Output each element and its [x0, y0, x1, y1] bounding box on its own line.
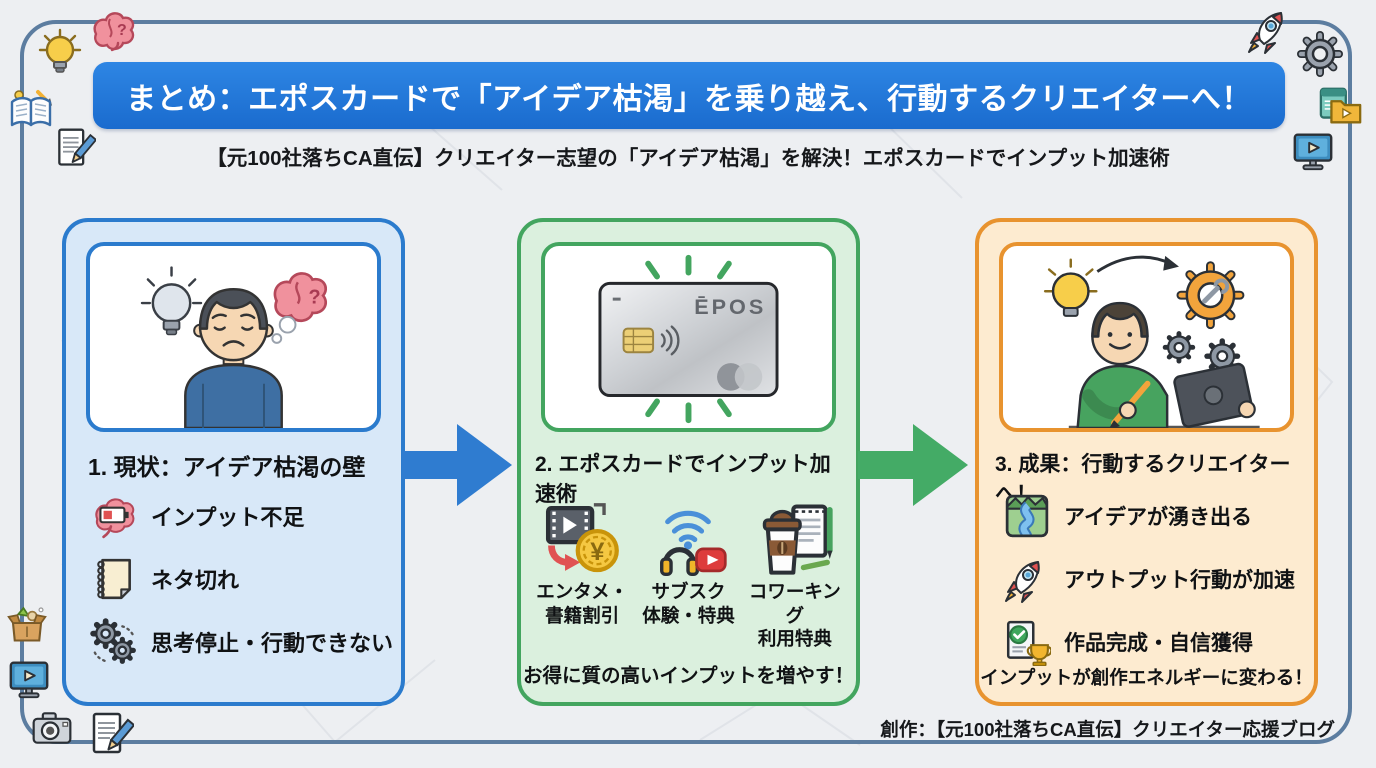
video-monitor-icon — [6, 656, 52, 707]
page-title: まとめ：エポスカードで「アイデア枯渇」を乗り越え、行動するクリエイターへ！ — [126, 82, 1252, 116]
feature-subscription: サブスク 体験・特典 — [635, 498, 741, 651]
svg-text:?: ? — [117, 22, 127, 39]
panel-current-state: ? 1. 現状：アイデア枯渇の壁 — [62, 218, 405, 706]
lightbulb-icon — [36, 28, 84, 81]
gear-icon — [1296, 30, 1344, 83]
camera-icon — [30, 706, 74, 755]
idea-box-icon — [6, 602, 48, 649]
blank-notebook-icon — [90, 555, 138, 603]
stalled-gears-icon — [90, 618, 138, 666]
panel2-slogan: お得に質の高いインプットを増やす！ — [523, 665, 854, 687]
outer-frame — [20, 20, 1352, 744]
feature-label: コワーキング — [748, 581, 841, 626]
flow-arrow-1 — [402, 424, 512, 506]
svg-text:?: ? — [308, 287, 320, 309]
outcome-item-row: アイデアが湧き出る — [1003, 490, 1306, 542]
page-subtitle: 【元100社落ちCA直伝】クリエイター志望の「アイデア枯渇」を解決！エポスカード… — [206, 147, 1170, 170]
media-folder-icon — [1318, 84, 1364, 135]
epos-card-illustration: ĒPOS — [541, 242, 836, 432]
feature-label: 書籍割引 — [545, 604, 620, 626]
outcome-item-row: 作品完成・自信獲得 — [1003, 616, 1306, 668]
outcome-item-label: アイデアが湧き出る — [1064, 506, 1252, 529]
credit-text: 創作：【元100社落ちCA直伝】クリエイター応援ブログ — [880, 719, 1335, 740]
feature-coworking: コワーキング 利用特典 — [742, 498, 848, 651]
panel1-title: 1. 現状：アイデア枯渇の壁 — [88, 454, 366, 480]
pain-item-label: インプット不足 — [151, 505, 305, 530]
flowing-ideas-river-icon — [1003, 492, 1051, 540]
panel-outcome: 3. 成果：行動するクリエイターへ！ アイデアが湧き出る — [975, 218, 1318, 706]
card-brand-text: ĒPOS — [694, 294, 766, 319]
feature-label: エンタメ・ — [536, 581, 629, 602]
feature-label: サブスク — [651, 581, 726, 602]
outcome-item-label: アウトプット行動が加速 — [1064, 569, 1295, 592]
subscription-perks-icon — [649, 498, 728, 576]
feature-entertainment: ¥ エンタメ・ 書籍割引 — [529, 498, 635, 651]
feature-list: ¥ エンタメ・ 書籍割引 — [529, 498, 848, 651]
energized-creator-illustration — [999, 242, 1294, 432]
brain-icon: ? — [88, 6, 136, 59]
panel3-slogan: インプットが創作エネルギーに変わる！ — [980, 667, 1313, 688]
outcome-item-row: アウトプット行動が加速 — [1003, 553, 1306, 605]
panel2-title: 2. エポスカードでインプット加速術 — [535, 453, 831, 506]
pain-item-label: 思考停止・行動できない — [151, 631, 394, 656]
panel-epos-method: ĒPOS 2. エポスカードでインプット加速術 — [517, 218, 860, 706]
pain-item-label: ネタ切れ — [151, 568, 240, 593]
pain-item-row: 思考停止・行動できない — [90, 616, 393, 668]
flow-arrow-2 — [858, 424, 968, 506]
svg-text:¥: ¥ — [590, 538, 605, 566]
finished-work-trophy-icon — [1003, 618, 1053, 667]
worried-creator-illustration: ? — [86, 242, 381, 432]
outcome-item-label: 作品完成・自信獲得 — [1064, 632, 1253, 655]
brain-low-battery-icon — [90, 492, 138, 540]
video-monitor-icon — [1290, 128, 1336, 179]
entertainment-book-discount-icon: ¥ — [543, 498, 621, 576]
feature-label: 体験・特典 — [642, 604, 735, 626]
pain-item-row: ネタ切れ — [90, 553, 393, 605]
rocket-icon — [1003, 555, 1051, 603]
coworking-benefit-icon — [756, 498, 834, 576]
rocket-icon — [1246, 6, 1294, 59]
document-pencil-icon — [86, 710, 134, 763]
open-book-pencil-icon — [8, 86, 56, 139]
header-banner: まとめ：エポスカードで「アイデア枯渇」を乗り越え、行動するクリエイターへ！ — [93, 62, 1285, 129]
document-pencil-icon — [52, 126, 96, 175]
feature-label: 利用特典 — [757, 628, 832, 650]
pain-item-row: インプット不足 — [90, 490, 393, 542]
